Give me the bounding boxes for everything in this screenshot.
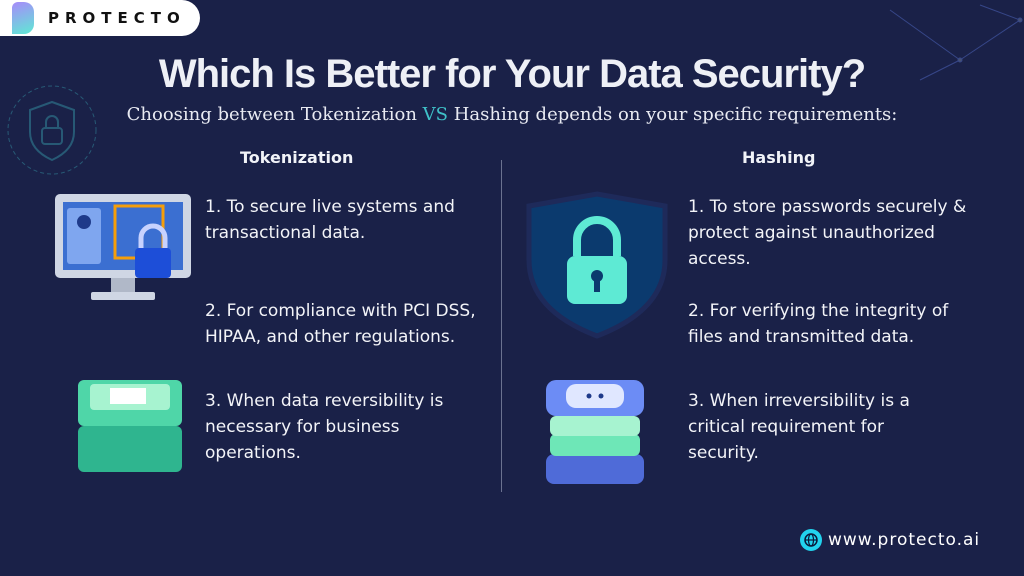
shield-circuit-icon (7, 85, 97, 175)
globe-icon (800, 529, 822, 551)
network-decoration-icon (889, 4, 1023, 81)
database-layers-icon (546, 380, 644, 484)
hashing-item-2: 2. For verifying the integrity of files … (688, 301, 949, 347)
tokenization-item-2: 2. For compliance with PCI DSS, HIPAA, a… (205, 301, 476, 347)
logo-mark-icon (12, 2, 34, 34)
tokenization-heading: Tokenization (240, 148, 354, 167)
hashing-item-1: 1. To store passwords securely & protect… (688, 197, 967, 269)
subtitle: Choosing between Tokenization VS Hashing… (126, 104, 898, 125)
website-link[interactable]: www.protecto.ai (800, 529, 980, 551)
column-divider (501, 160, 502, 492)
page-title: Which Is Better for Your Data Security? (158, 52, 866, 96)
hashing-heading: Hashing (742, 148, 816, 167)
tokenization-item-1: 1. To secure live systems and transactio… (205, 197, 455, 243)
tokenization-item-3: 3. When data reversibility is necessary … (205, 391, 444, 463)
monitor-fingerprint-lock-icon (55, 194, 191, 300)
shield-padlock-icon (526, 191, 668, 339)
protecto-logo: PROTECTO (0, 0, 200, 36)
server-stack-icon (78, 380, 182, 472)
hashing-item-3: 3. When irreversibility is a critical re… (688, 391, 910, 463)
